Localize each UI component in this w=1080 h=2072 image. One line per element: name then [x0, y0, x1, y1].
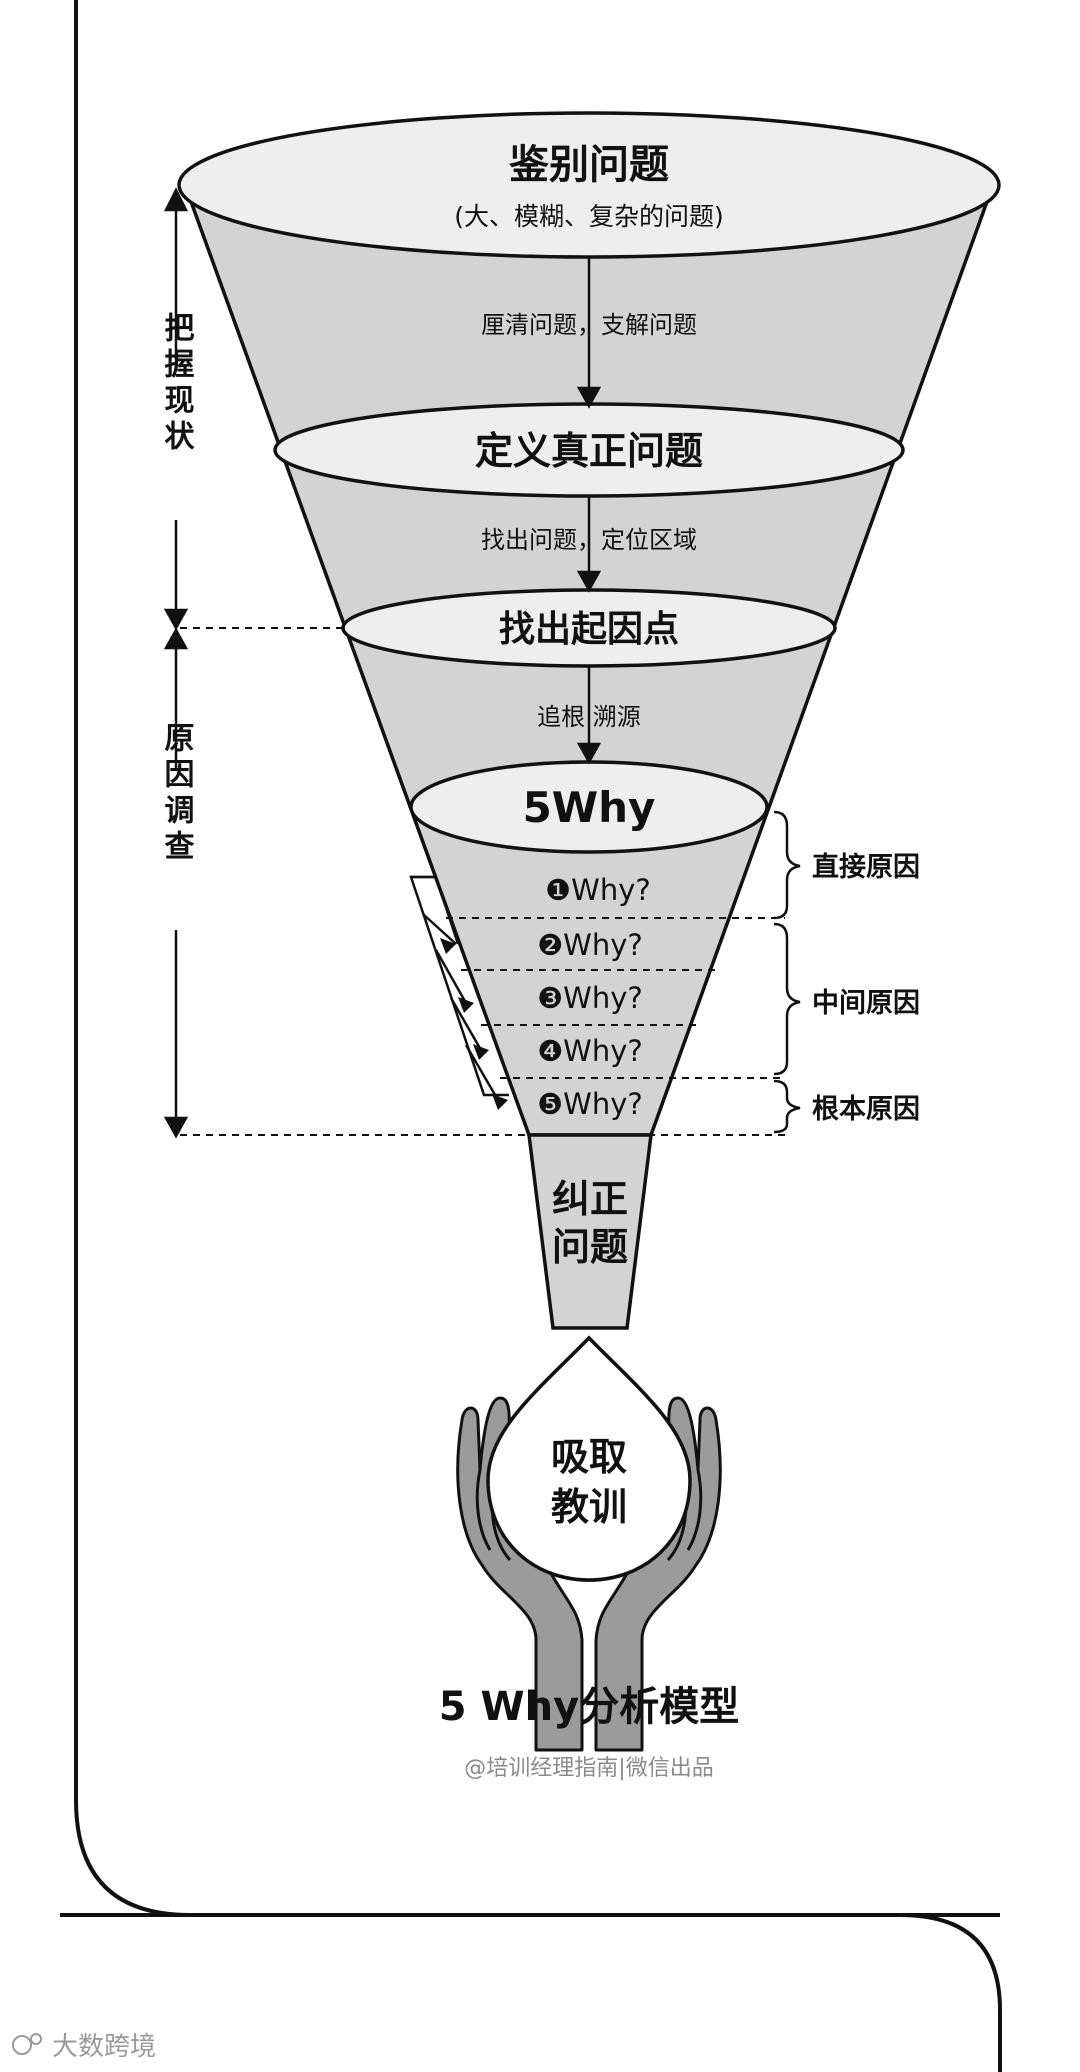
- left-label-bg-top: [152, 360, 200, 520]
- drop-line-1: 吸取: [551, 1435, 627, 1479]
- stage2-title: 定义真正问题: [475, 429, 703, 473]
- left-label-bg-bottom: [152, 770, 200, 930]
- why-4: ❹Why?: [537, 1034, 643, 1068]
- why-1: ❶Why?: [545, 873, 651, 907]
- why-2: ❷Why?: [537, 928, 643, 962]
- right-label-direct: 直接原因: [812, 852, 920, 883]
- right-braces: [773, 810, 801, 1134]
- footer-credit: @培训经理指南|微信出品: [464, 1756, 713, 1781]
- step1-label: 厘清问题，支解问题: [481, 311, 697, 339]
- step2-label: 找出问题，定位区域: [481, 526, 697, 554]
- footer-title: 5 Why分析模型: [439, 1684, 739, 1730]
- why-zigzag-arrows: [409, 875, 509, 1101]
- watermark: 大数跨境: [12, 2032, 156, 2062]
- watermark-logo-icon: [12, 2035, 32, 2055]
- spout-line-1: 纠正: [552, 1177, 628, 1221]
- drop-line-2: 教训: [551, 1485, 627, 1529]
- stage3-title: 找出起因点: [499, 609, 679, 650]
- stage1-title: 鉴别问题: [509, 142, 669, 188]
- left-label-top: 把握现状: [159, 312, 195, 456]
- right-label-middle: 中间原因: [812, 988, 920, 1019]
- why-3: ❸Why?: [537, 981, 643, 1015]
- spout-line-2: 问题: [552, 1225, 628, 1269]
- stage1-subtitle: (大、模糊、复杂的问题): [454, 202, 724, 231]
- why-5: ❺Why?: [537, 1087, 643, 1121]
- step3-label: 追根 溯源: [537, 703, 641, 731]
- why-zigzag-heads: [440, 938, 508, 1110]
- stage4-title: 5Why: [523, 783, 656, 832]
- right-label-root: 根本原因: [812, 1094, 920, 1125]
- down-arrows: [576, 257, 602, 765]
- left-label-bottom: 原因调查: [159, 722, 195, 866]
- why-separators: [180, 627, 785, 1136]
- page-frame-bottom: [60, 1913, 1002, 2072]
- drop-shape-front: [486, 1335, 692, 1582]
- watermark-text: 大数跨境: [52, 2032, 156, 2062]
